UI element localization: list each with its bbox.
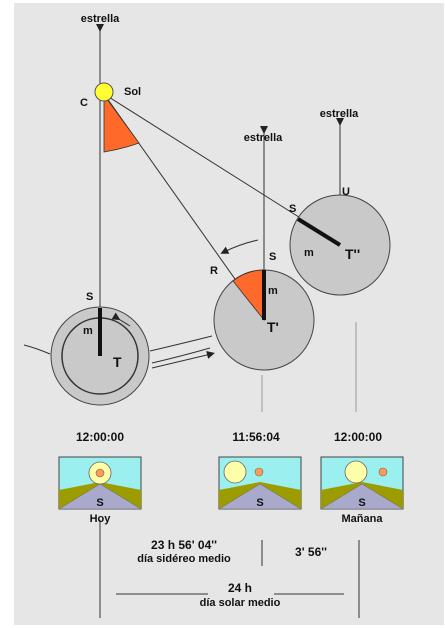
sky-panel-today [58, 456, 142, 510]
panel-tomorrow-s: S [358, 497, 365, 509]
label-sol: Sol [124, 86, 141, 98]
sun-icon [94, 82, 114, 102]
label-s-left: S [86, 291, 93, 303]
label-estrella-left: estrella [81, 13, 120, 25]
label-m-left: m [83, 325, 93, 337]
time-mid: 11:56:04 [232, 430, 280, 444]
solar-day-value: 24 h [228, 581, 252, 595]
label-u: U [342, 186, 350, 198]
earth-mid [213, 126, 315, 371]
orbit-line-left [23, 344, 51, 355]
label-s-mid: S [269, 251, 276, 263]
difference-value: 3' 56'' [295, 545, 327, 559]
panel-today-caption: Hoy [90, 513, 112, 525]
label-t-left: T [113, 354, 122, 370]
label-r: R [210, 265, 218, 277]
label-c: C [80, 97, 88, 109]
sidereal-day-label: día sidéreo medio [137, 553, 231, 565]
panel-tomorrow-caption: Mañana [342, 513, 384, 525]
sidereal-day-value: 23 h 56' 04'' [151, 538, 217, 552]
earth-tomorrow [289, 118, 391, 296]
label-t-mid: T' [267, 319, 279, 335]
rotation-arrow [220, 239, 259, 254]
time-tomorrow: 12:00:00 [334, 430, 382, 444]
sky-panel-tomorrow [320, 456, 404, 510]
orbit-line-right [149, 335, 213, 352]
label-m-mid: m [268, 285, 278, 297]
solar-day-label: día solar medio [200, 597, 281, 609]
time-today: 12:00:00 [76, 430, 124, 444]
panel-mid-s: S [256, 497, 263, 509]
angle-wedge-sun [103, 93, 140, 153]
orbit-arrow [151, 347, 211, 364]
earth-today [50, 306, 150, 406]
label-s-right: S [289, 203, 296, 215]
panel-today-s: S [96, 497, 103, 509]
label-t-right: T'' [345, 246, 360, 262]
sky-panel-mid [218, 456, 302, 510]
label-estrella-mid: estrella [244, 132, 283, 144]
label-m-right: m [304, 247, 314, 259]
label-estrella-right: estrella [320, 108, 359, 120]
